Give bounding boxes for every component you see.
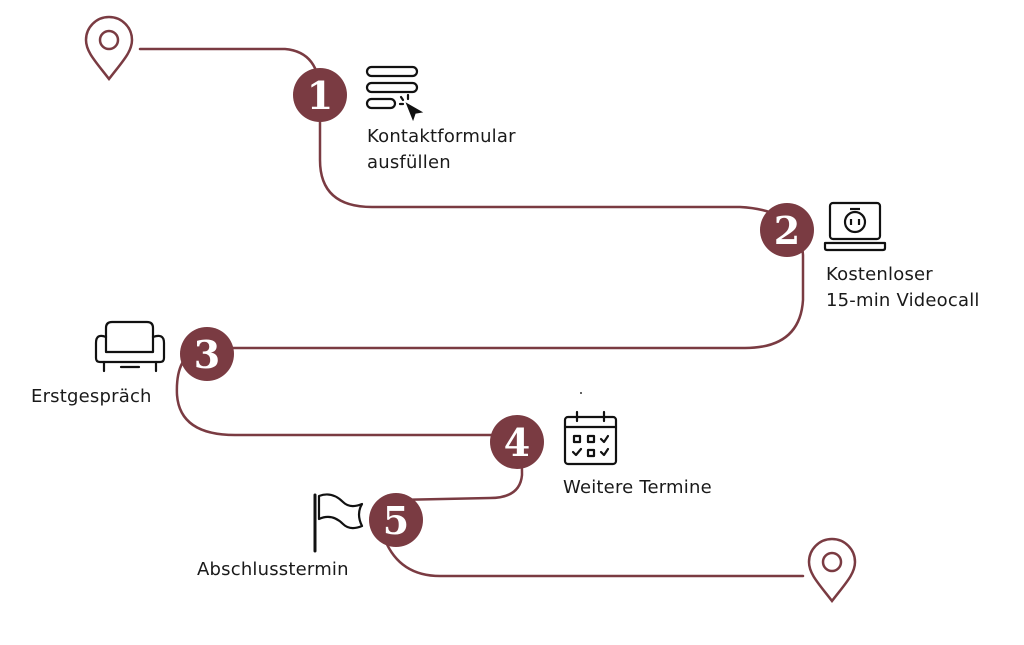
step-2-label-line-1: Kostenloser xyxy=(826,264,933,285)
step-4-label: Weitere Termine xyxy=(563,475,712,501)
calendar-icon xyxy=(563,410,618,466)
laptop-video-icon xyxy=(823,201,887,252)
step-5-label: Abschlusstermin xyxy=(197,557,349,583)
flag-icon xyxy=(313,493,364,553)
step-5-marker: 5 xyxy=(369,493,423,547)
decorative-dot xyxy=(580,392,582,394)
armchair-icon xyxy=(94,320,166,373)
step-3-label-line-1: Erstgespräch xyxy=(31,386,152,407)
step-1-label-line-2: ausfüllen xyxy=(367,152,451,173)
svg-text:1: 1 xyxy=(307,73,333,118)
step-1-label: Kontaktformular ausfüllen xyxy=(367,124,516,176)
form-icon xyxy=(365,65,424,122)
end-location-pin-icon xyxy=(807,537,857,604)
step-4-marker: 4 xyxy=(490,415,544,469)
svg-text:5: 5 xyxy=(383,498,409,543)
step-3-marker: 3 xyxy=(180,327,234,381)
step-3-label: Erstgespräch xyxy=(31,384,152,410)
step-1-marker: 1 xyxy=(293,68,347,122)
step-2-label: Kostenloser 15-min Videocall xyxy=(826,262,980,314)
svg-text:3: 3 xyxy=(194,332,220,377)
step-2-label-line-2: 15-min Videocall xyxy=(826,290,980,311)
step-1-label-line-1: Kontaktformular xyxy=(367,126,516,147)
step-5-label-line-1: Abschlusstermin xyxy=(197,559,349,580)
step-4-label-line-1: Weitere Termine xyxy=(563,477,712,498)
start-location-pin-icon xyxy=(84,15,134,82)
svg-text:4: 4 xyxy=(504,420,530,465)
step-2-marker: 2 xyxy=(760,203,814,257)
svg-text:2: 2 xyxy=(774,208,800,253)
